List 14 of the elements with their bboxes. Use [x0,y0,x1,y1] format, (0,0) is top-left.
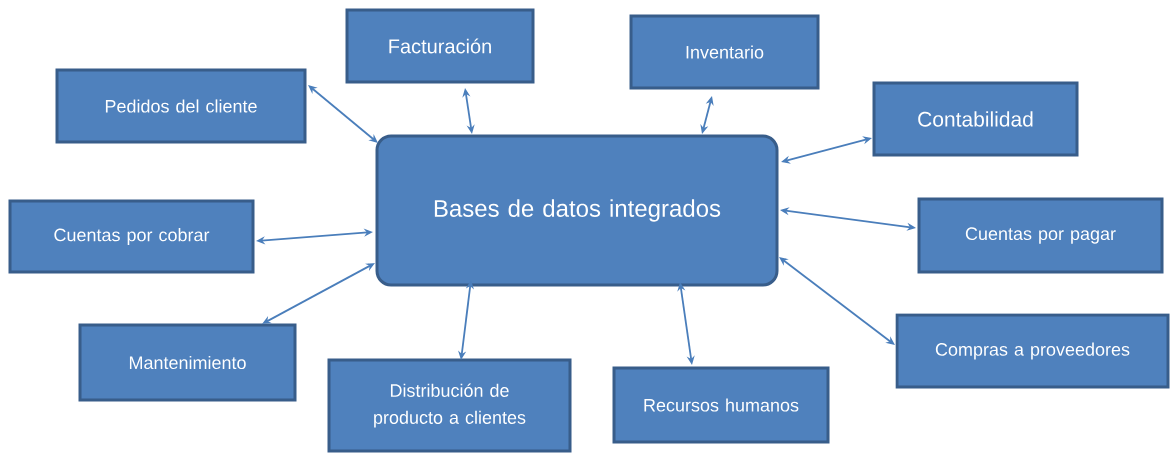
process-box: Mantenimiento [78,323,297,402]
database-box: Bases de datos integrados [375,134,779,287]
arrow [308,85,378,143]
process-box: Compras a proveedores [895,313,1170,389]
process-box: Contabilidad [872,81,1079,157]
process-box: Cuentas por pagar [917,197,1164,274]
arrow [779,257,895,345]
process-box: Inventario [629,14,820,90]
process-box: Distribución de producto a clientes [327,358,572,453]
process-box: Recursos humanos [612,366,830,444]
process-box: Pedidos del cliente [55,68,307,144]
process-box: Facturación [345,8,535,84]
process-box: Cuentas por cobrar [8,199,255,274]
arrow [262,263,375,324]
